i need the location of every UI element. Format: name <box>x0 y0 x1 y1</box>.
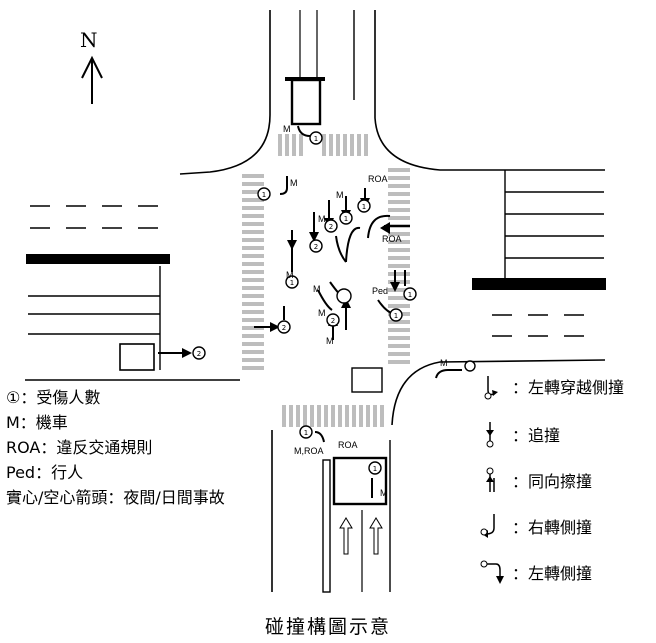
left-turn-cross-icon <box>484 376 498 400</box>
legend-left-turn-side: ：左轉側撞 <box>512 564 593 583</box>
legend-left: ①：受傷人數 M：機車 ROA：違反交通規則 Ped：行人 實心/空心箭頭：夜間… <box>6 385 225 510</box>
road-edge-se <box>391 359 606 426</box>
legend-rear-end: ：追撞 <box>512 426 561 445</box>
tag-roa-2: ROA <box>382 234 402 244</box>
lane-arrow-right <box>369 517 383 555</box>
svg-text:1: 1 <box>394 312 398 320</box>
tag-m-roa-s: M,ROA <box>294 446 324 456</box>
tag-m-6: M <box>318 308 326 318</box>
svg-text:2: 2 <box>331 317 335 325</box>
lane-arrow-left <box>339 517 353 555</box>
tag-m-north: M <box>283 124 291 134</box>
legend-motorcycle: M：機車 <box>6 413 68 432</box>
right-turn-side-icon <box>480 514 495 538</box>
legend-row-rear-end: ：追撞 <box>476 420 560 448</box>
north-arrow <box>81 55 103 104</box>
sideswipe-icon <box>486 467 495 492</box>
tag-m-nw: M <box>290 178 298 188</box>
vehicle-truck-north <box>290 78 322 126</box>
svg-text:1: 1 <box>362 203 366 211</box>
vehicle-south <box>332 456 388 506</box>
legend-victims: ①：受傷人數 <box>6 388 101 407</box>
svg-text:1: 1 <box>304 429 308 437</box>
legend-arrow-fill: 實心/空心箭頭：夜間/日間事故 <box>6 488 225 507</box>
tag-m-5: M <box>313 284 321 294</box>
legend-ped: Ped：行人 <box>6 463 84 482</box>
legend-roa: ROA：違反交通規則 <box>6 438 153 457</box>
west-vehicle-box <box>119 343 155 371</box>
tag-m-se: M <box>440 358 448 368</box>
rear-end-icon <box>486 422 494 448</box>
legend-row-right-turn: ：右轉側撞 <box>476 512 592 540</box>
legend-row-left-turn-side: ：左轉側撞 <box>476 558 592 586</box>
legend-row-left-turn-cross: ：左轉穿越側撞 <box>476 372 624 400</box>
svg-text:1: 1 <box>344 215 348 223</box>
road-edge-ne <box>374 10 605 171</box>
road-edge-nw <box>179 10 271 175</box>
tag-m-4: M <box>286 270 294 280</box>
svg-text:2: 2 <box>314 243 318 251</box>
crosswalk-west <box>242 174 264 370</box>
crosswalk-south <box>282 405 384 427</box>
crosswalk-north <box>278 134 368 156</box>
north-label: N <box>80 28 98 52</box>
tag-roa-1: ROA <box>368 174 388 184</box>
center-south-box <box>351 367 383 393</box>
legend-row-sideswipe: ：同向擦撞 <box>476 466 592 494</box>
svg-text:1: 1 <box>290 279 294 287</box>
tag-m-2: M <box>336 190 344 200</box>
svg-text:2: 2 <box>197 350 201 358</box>
svg-text:1: 1 <box>408 291 412 299</box>
tag-m-s: M <box>380 488 388 498</box>
tag-roa-s: ROA <box>338 440 358 450</box>
legend-left-turn-cross: ：左轉穿越側撞 <box>512 378 625 397</box>
tag-m-7: M <box>326 336 334 346</box>
legend-same-dir-sideswipe: ：同向擦撞 <box>512 472 593 491</box>
west-median <box>26 254 170 264</box>
legend-right-turn-side: ：右轉側撞 <box>512 518 593 537</box>
figure-caption: 碰撞構圖示意 <box>264 616 391 638</box>
crosswalk-east <box>388 168 410 364</box>
svg-text:2: 2 <box>282 324 286 332</box>
tag-ped: Ped <box>372 286 389 296</box>
south-median <box>322 459 331 593</box>
svg-text:1: 1 <box>262 191 266 199</box>
east-median <box>472 278 606 290</box>
svg-text:1: 1 <box>373 465 377 473</box>
svg-text:1: 1 <box>314 135 318 143</box>
tag-m-3: M <box>318 214 326 224</box>
left-turn-side-icon <box>480 560 504 584</box>
svg-text:2: 2 <box>329 223 333 231</box>
